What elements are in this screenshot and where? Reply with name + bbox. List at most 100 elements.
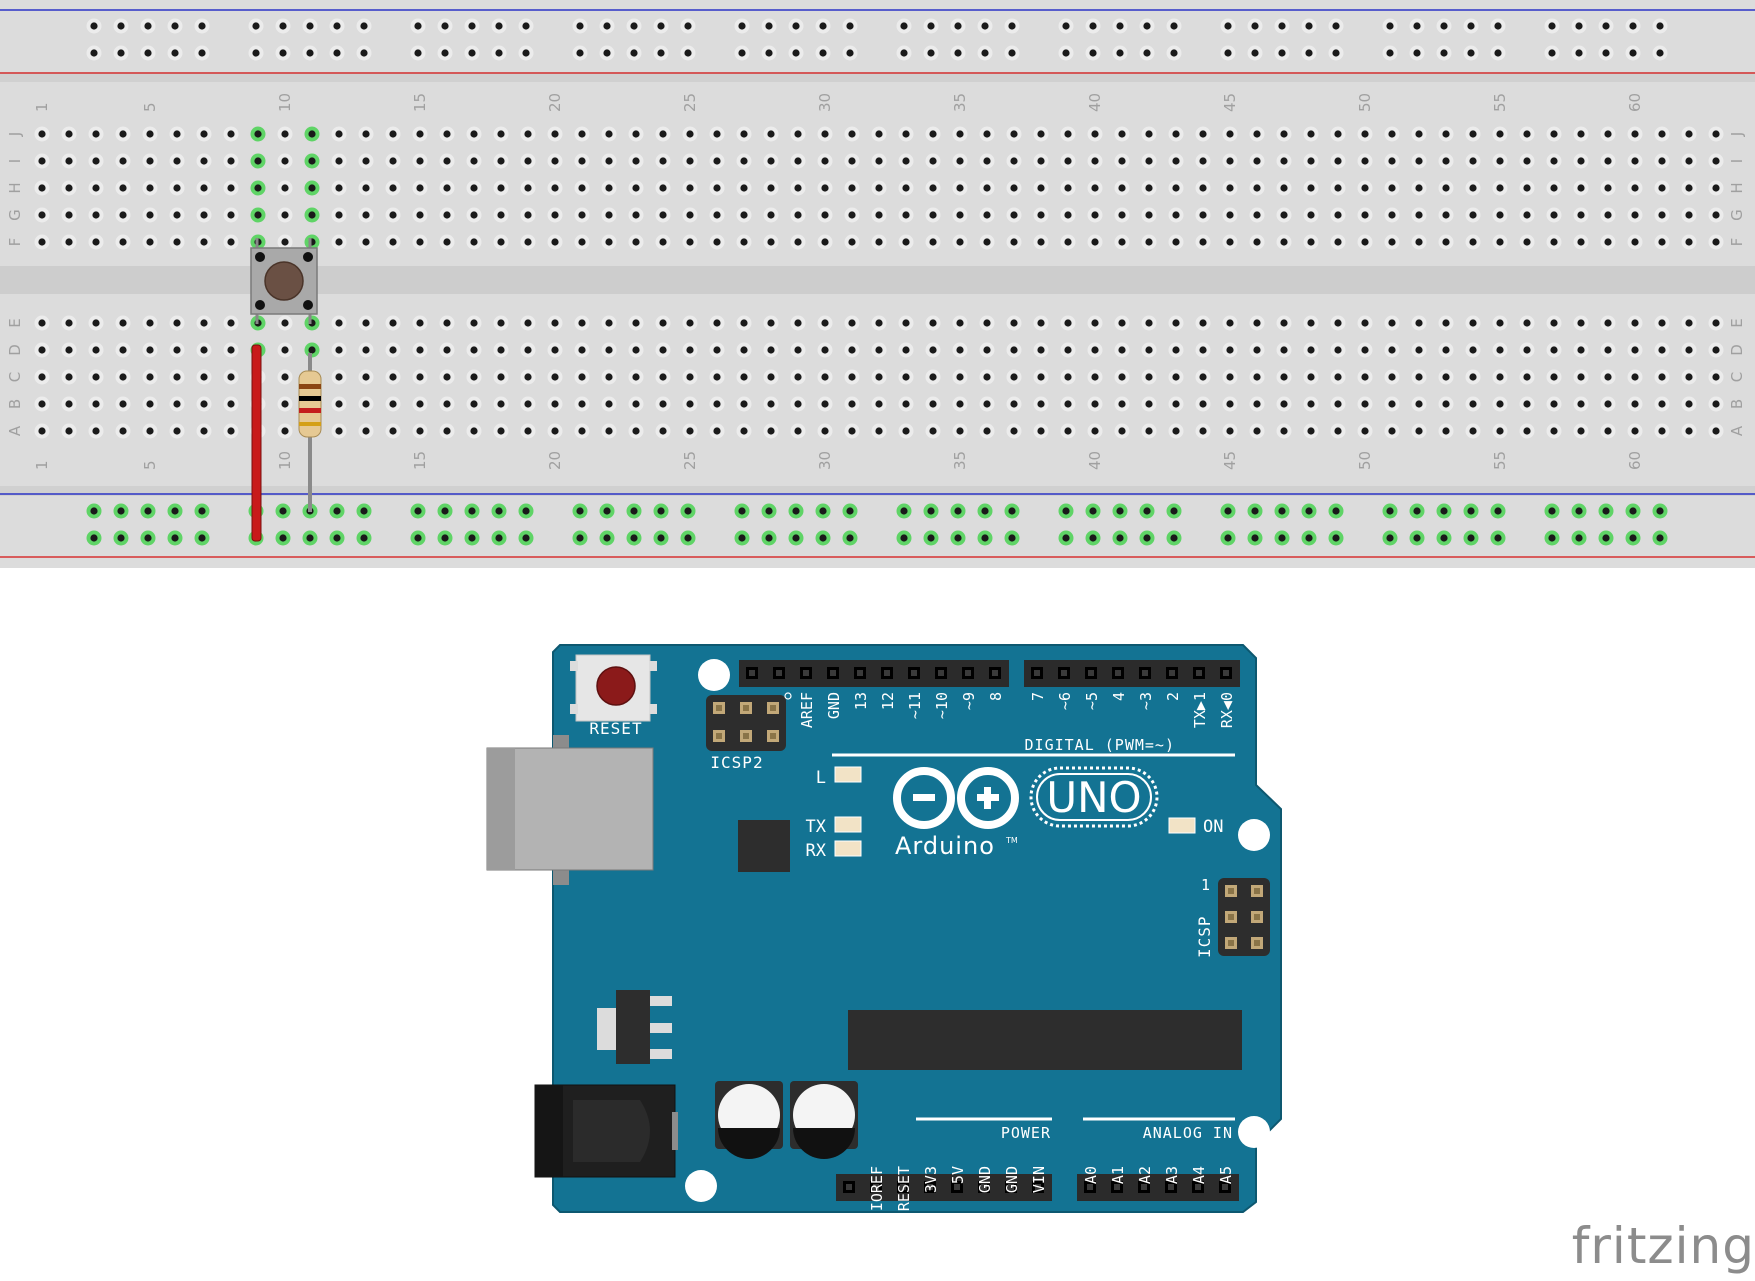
breadboard-hole[interactable] [1546, 207, 1562, 223]
breadboard-hole[interactable] [385, 126, 401, 142]
breadboard-hole[interactable] [1303, 423, 1319, 439]
breadboard-hole[interactable] [709, 153, 725, 169]
breadboard-hole[interactable] [1627, 342, 1643, 358]
breadboard-hole[interactable] [493, 153, 509, 169]
breadboard-hole[interactable] [547, 369, 563, 385]
breadboard-hole[interactable] [682, 153, 698, 169]
header-pin[interactable] [1005, 1181, 1017, 1193]
breadboard-hole[interactable] [34, 153, 50, 169]
breadboard-hole[interactable] [1004, 503, 1020, 519]
breadboard-hole[interactable] [1490, 530, 1506, 546]
breadboard-hole[interactable] [952, 369, 968, 385]
breadboard-hole[interactable] [1222, 207, 1238, 223]
breadboard-hole[interactable] [574, 423, 590, 439]
breadboard-hole[interactable] [1222, 315, 1238, 331]
breadboard-hole[interactable] [1330, 126, 1346, 142]
breadboard-hole[interactable] [1411, 315, 1427, 331]
breadboard-hole[interactable] [1519, 369, 1535, 385]
breadboard-hole[interactable] [1571, 503, 1587, 519]
breadboard-hole[interactable] [1033, 315, 1049, 331]
breadboard-hole[interactable] [626, 530, 642, 546]
breadboard-hole[interactable] [277, 180, 293, 196]
breadboard-hole[interactable] [1168, 315, 1184, 331]
header-pin[interactable] [1165, 1181, 1177, 1193]
breadboard-hole[interactable] [547, 234, 563, 250]
breadboard-hole[interactable] [1492, 342, 1508, 358]
breadboard-hole[interactable] [437, 18, 453, 34]
breadboard-hole[interactable] [1571, 530, 1587, 546]
breadboard-hole[interactable] [682, 396, 698, 412]
header-pin[interactable] [1085, 667, 1097, 679]
breadboard-hole[interactable] [1087, 180, 1103, 196]
breadboard-hole[interactable] [1436, 18, 1452, 34]
breadboard-hole[interactable] [1546, 396, 1562, 412]
breadboard-hole[interactable] [385, 234, 401, 250]
breadboard-hole[interactable] [1006, 126, 1022, 142]
breadboard-hole[interactable] [1627, 423, 1643, 439]
breadboard-hole[interactable] [275, 45, 291, 61]
breadboard-hole[interactable] [736, 315, 752, 331]
breadboard-hole[interactable] [1301, 530, 1317, 546]
breadboard-hole[interactable] [88, 153, 104, 169]
breadboard-hole[interactable] [1276, 234, 1292, 250]
breadboard-hole[interactable] [223, 180, 239, 196]
breadboard-hole[interactable] [1598, 530, 1614, 546]
breadboard-hole[interactable] [1681, 153, 1697, 169]
breadboard-hole[interactable] [248, 45, 264, 61]
breadboard-hole[interactable] [628, 315, 644, 331]
breadboard-hole[interactable] [790, 126, 806, 142]
breadboard-hole[interactable] [1492, 234, 1508, 250]
breadboard-hole[interactable] [464, 45, 480, 61]
breadboard-hole[interactable] [763, 234, 779, 250]
breadboard-hole[interactable] [547, 423, 563, 439]
icsp-pin[interactable] [1251, 911, 1263, 923]
breadboard-hole[interactable] [1085, 18, 1101, 34]
breadboard-hole[interactable] [1033, 207, 1049, 223]
breadboard-hole[interactable] [1654, 342, 1670, 358]
breadboard-hole[interactable] [1303, 153, 1319, 169]
breadboard-hole[interactable] [439, 423, 455, 439]
breadboard-hole[interactable] [1382, 18, 1398, 34]
breadboard-hole[interactable] [1465, 180, 1481, 196]
breadboard-hole[interactable] [385, 207, 401, 223]
breadboard-hole[interactable] [1598, 18, 1614, 34]
header-pin[interactable] [773, 667, 785, 679]
breadboard-hole[interactable] [1087, 396, 1103, 412]
breadboard-hole[interactable] [1060, 180, 1076, 196]
breadboard-hole[interactable] [1276, 342, 1292, 358]
breadboard-hole[interactable] [34, 180, 50, 196]
breadboard-hole[interactable] [1141, 369, 1157, 385]
breadboard-hole[interactable] [1463, 18, 1479, 34]
breadboard-hole[interactable] [115, 396, 131, 412]
breadboard-hole[interactable] [1139, 503, 1155, 519]
breadboard-hole[interactable] [1600, 369, 1616, 385]
breadboard-hole[interactable] [599, 503, 615, 519]
breadboard-hole[interactable] [86, 503, 102, 519]
breadboard-hole[interactable] [709, 369, 725, 385]
breadboard-hole[interactable] [277, 315, 293, 331]
breadboard-hole[interactable] [1274, 45, 1290, 61]
breadboard-hole[interactable] [815, 530, 831, 546]
breadboard-hole[interactable] [1411, 234, 1427, 250]
breadboard-hole[interactable] [788, 45, 804, 61]
breadboard-hole[interactable] [871, 180, 887, 196]
breadboard-hole[interactable] [520, 396, 536, 412]
breadboard-hole[interactable] [1303, 180, 1319, 196]
breadboard-hole[interactable] [1114, 126, 1130, 142]
breadboard-hole[interactable] [1222, 180, 1238, 196]
breadboard-hole[interactable] [194, 530, 210, 546]
breadboard-hole[interactable] [1141, 180, 1157, 196]
breadboard-hole[interactable] [790, 396, 806, 412]
breadboard-hole[interactable] [1546, 234, 1562, 250]
breadboard-hole[interactable] [1006, 153, 1022, 169]
breadboard-hole[interactable] [1085, 503, 1101, 519]
breadboard-hole[interactable] [655, 153, 671, 169]
breadboard-hole[interactable] [1060, 153, 1076, 169]
breadboard-hole[interactable] [493, 234, 509, 250]
breadboard-hole[interactable] [572, 503, 588, 519]
breadboard-hole[interactable] [466, 234, 482, 250]
breadboard-hole[interactable] [1384, 423, 1400, 439]
breadboard-hole[interactable] [520, 153, 536, 169]
breadboard-hole[interactable] [88, 396, 104, 412]
resistor[interactable] [298, 353, 322, 512]
